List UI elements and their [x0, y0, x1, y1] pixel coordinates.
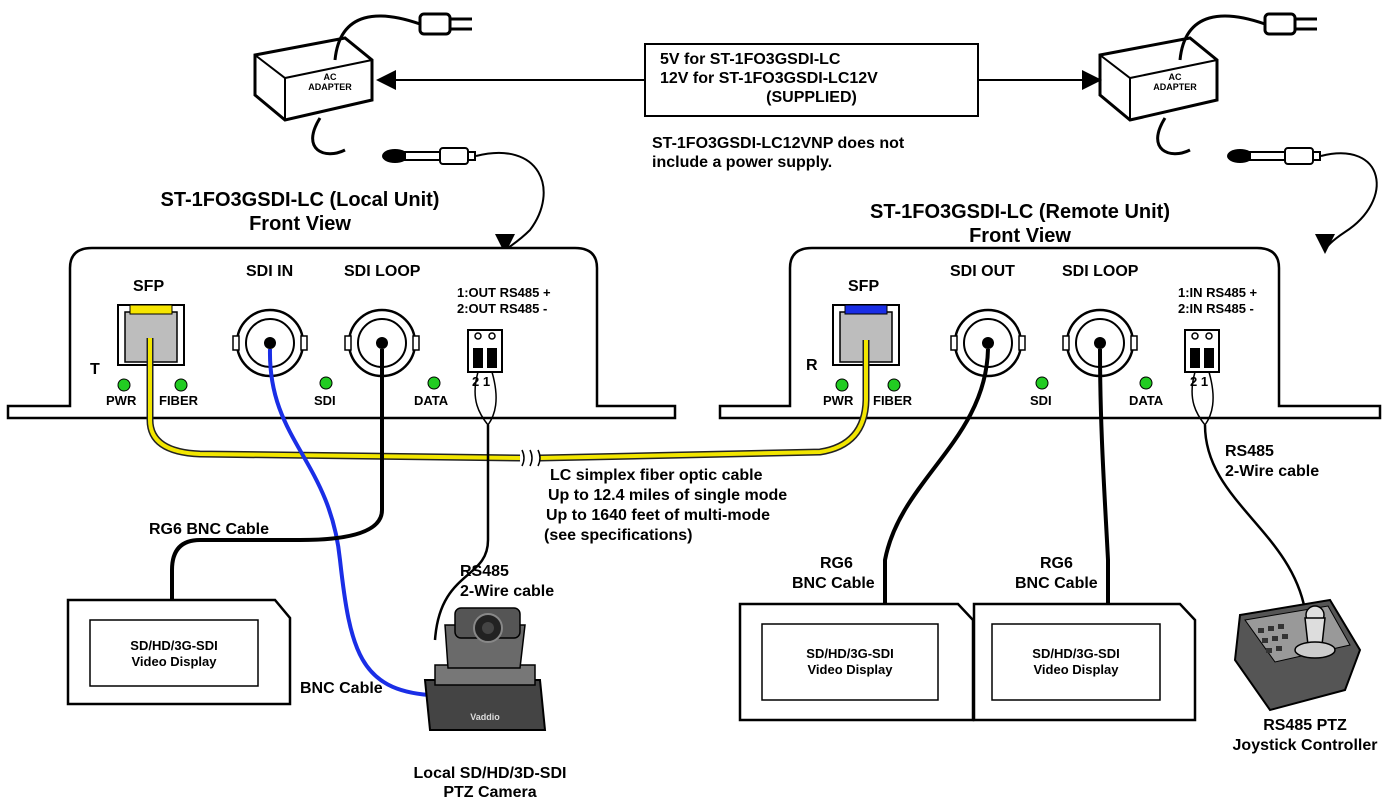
- remote-pwr-led: [835, 378, 849, 392]
- local-power-plug: [333, 12, 472, 61]
- power-note-line-2: 12V for ST-1FO3GSDI-LC12V: [660, 70, 878, 87]
- local-sdi-loop-bnc: [344, 308, 420, 378]
- remote-video-display-2: [972, 602, 1197, 722]
- remote-unit-title: ST-1FO3GSDI-LC (Remote Unit): [869, 201, 1170, 223]
- remote-unit-chassis: [718, 246, 1382, 420]
- remote-sdi-loop-bnc: [1062, 308, 1138, 378]
- local-sdi-loop-label: SDI LOOP: [344, 263, 421, 280]
- remote-adapter-label-1: AC: [1168, 72, 1182, 82]
- remote-sdi-out-label: SDI OUT: [950, 263, 1015, 280]
- remote-display-1-label-2: Video Display: [807, 662, 893, 677]
- remote-rs485-label-2: 2-Wire cable: [1225, 463, 1320, 480]
- local-sfp-port: [117, 304, 185, 366]
- no-supply-note-line-1: ST-1FO3GSDI-LC12VNP does not: [652, 135, 905, 152]
- local-rs485-label-2: 2-Wire cable: [460, 583, 555, 600]
- bnc-cable-label: BNC Cable: [300, 680, 383, 697]
- local-pin-numbers: 2 1: [472, 374, 491, 389]
- remote-sfp-label: SFP: [848, 278, 880, 295]
- fiber-note-line-3: Up to 1640 feet of multi-mode: [546, 507, 771, 524]
- power-note-box: [644, 43, 979, 117]
- remote-rg6-cable-1: [883, 348, 990, 604]
- remote-fiber-label: FIBER: [873, 393, 912, 408]
- remote-power-plug: [1178, 12, 1317, 61]
- local-fiber-label: FIBER: [159, 393, 198, 408]
- local-adapter-label-2: ADAPTER: [308, 82, 352, 92]
- local-sdi-label: SDI: [314, 393, 336, 408]
- local-unit-chassis: [6, 246, 677, 420]
- local-sfp-label: SFP: [133, 278, 165, 295]
- local-data-led: [427, 376, 441, 390]
- remote-data-label: DATA: [1129, 393, 1164, 408]
- remote-sdi-label: SDI: [1030, 393, 1052, 408]
- remote-side-letter: R: [806, 357, 818, 374]
- local-terminal-line-2: 2:OUT RS485 -: [457, 301, 548, 316]
- remote-dc-barrel-cable: [1156, 117, 1378, 254]
- local-rs485-cable: [433, 371, 497, 641]
- remote-unit-subtitle: Front View: [969, 225, 1071, 247]
- local-sdi-in-label: SDI IN: [246, 263, 294, 280]
- local-pwr-label: PWR: [106, 393, 137, 408]
- remote-display-2-label-1: SD/HD/3G-SDI: [1032, 646, 1120, 661]
- bnc-cable-blue: [267, 348, 431, 697]
- local-unit-subtitle: Front View: [249, 213, 351, 235]
- local-rg6-cable-label: RG6 BNC Cable: [149, 521, 270, 538]
- remote-adapter-label-2: ADAPTER: [1153, 82, 1197, 92]
- fiber-optic-cable: [146, 338, 870, 467]
- remote-rg6-2-label-2: BNC Cable: [1015, 575, 1098, 592]
- local-terminal-line-1: 1:OUT RS485 +: [457, 285, 551, 300]
- local-side-letter: T: [90, 361, 100, 378]
- local-video-display: [66, 598, 292, 706]
- joystick-label-2: Joystick Controller: [1232, 737, 1378, 754]
- local-fiber-led: [174, 378, 188, 392]
- remote-terminal-line-1: 1:IN RS485 +: [1178, 285, 1258, 300]
- local-ac-adapter: [253, 36, 374, 122]
- remote-terminal-line-2: 2:IN RS485 -: [1178, 301, 1254, 316]
- remote-rg6-2-label-1: RG6: [1040, 555, 1073, 572]
- local-display-label-2: Video Display: [131, 654, 217, 669]
- fiber-note-line-1: LC simplex fiber optic cable: [550, 467, 763, 484]
- local-sdi-led: [319, 376, 333, 390]
- local-pwr-led: [117, 378, 131, 392]
- local-data-label: DATA: [414, 393, 449, 408]
- power-note-line-3: (SUPPLIED): [766, 89, 857, 106]
- camera-label-1: Local SD/HD/3D-SDI: [413, 765, 567, 782]
- remote-ac-adapter: [1098, 36, 1219, 122]
- camera-label-2: PTZ Camera: [443, 784, 537, 801]
- remote-pwr-label: PWR: [823, 393, 854, 408]
- remote-fiber-led: [887, 378, 901, 392]
- remote-rg6-1-label-1: RG6: [820, 555, 853, 572]
- remote-display-1-label-1: SD/HD/3G-SDI: [806, 646, 894, 661]
- local-unit-title: ST-1FO3GSDI-LC (Local Unit): [160, 189, 440, 211]
- remote-sdi-led: [1035, 376, 1049, 390]
- power-note-line-1: 5V for ST-1FO3GSDI-LC: [660, 51, 841, 68]
- remote-rg6-1-label-2: BNC Cable: [792, 575, 875, 592]
- remote-pin-numbers: 2 1: [1190, 374, 1209, 389]
- remote-rs485-label-1: RS485: [1225, 443, 1274, 460]
- remote-sdi-loop-label: SDI LOOP: [1062, 263, 1139, 280]
- remote-display-2-label-2: Video Display: [1033, 662, 1119, 677]
- remote-rs485-terminal: [1184, 329, 1220, 373]
- camera-brand: Vaddio: [470, 712, 500, 722]
- remote-rg6-cable-2: [1098, 348, 1110, 604]
- remote-sdi-out-bnc: [950, 308, 1026, 378]
- local-dc-barrel-cable: [311, 117, 545, 254]
- no-supply-note-line-2: include a power supply.: [652, 154, 833, 171]
- fiber-note-line-4: (see specifications): [544, 527, 693, 544]
- local-rs485-label-1: RS485: [460, 563, 509, 580]
- ptz-camera: [423, 607, 547, 731]
- remote-rs485-cable: [1191, 371, 1307, 611]
- joystick-label-1: RS485 PTZ: [1263, 717, 1347, 734]
- remote-video-display-1: [738, 602, 975, 722]
- local-display-label-1: SD/HD/3G-SDI: [130, 638, 218, 653]
- fiber-note-line-2: Up to 12.4 miles of single mode: [548, 487, 788, 504]
- joystick-controller: [1233, 598, 1362, 712]
- local-rs485-terminal: [467, 329, 503, 373]
- local-adapter-label-1: AC: [323, 72, 337, 82]
- remote-data-led: [1139, 376, 1153, 390]
- local-rg6-cable: [170, 349, 384, 600]
